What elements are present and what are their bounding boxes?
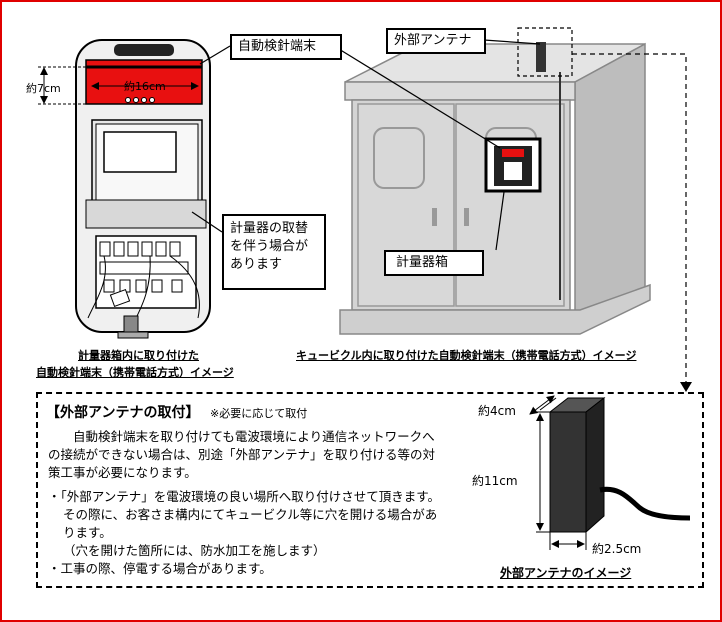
antenna-paragraph: 自動検針端末を取り付けても電波環境により通信ネットワークへの接続ができない場合は… xyxy=(48,429,436,480)
meter-swap-line-3: あります xyxy=(230,257,283,272)
meter-caption-line2: 自動検針端末（携帯電話方式）イメージ xyxy=(36,366,234,379)
meter-swap-line-1: 計量器の取替 xyxy=(230,221,309,236)
antenna-depth-label: 約4cm xyxy=(478,404,516,418)
terminal-callout: 自動検針端末 xyxy=(230,34,342,60)
meter-box-drawing xyxy=(38,39,211,339)
meter-swap-line-2: を伴う場合が xyxy=(230,239,309,254)
antenna-section: 【外部アンテナの取付】 ※必要に応じて取付 自動検針端末を取り付けても電波環境に… xyxy=(36,392,704,588)
antenna-width-label: 約2.5cm xyxy=(592,542,642,556)
antenna-section-body: 自動検針端末を取り付けても電波環境により通信ネットワークへの接続ができない場合は… xyxy=(48,428,440,578)
antenna-callout: 外部アンテナ xyxy=(386,28,486,54)
antenna-section-title: 【外部アンテナの取付】 xyxy=(46,405,200,421)
antenna-bullet-1: ・「外部アンテナ」を電波環境の良い場所へ取り付けさせて頂きます。その際に、お客さ… xyxy=(48,489,441,540)
width-dimension-label: 約16cm xyxy=(124,80,166,93)
meter-caption-line1: 計量器箱内に取り付けた xyxy=(78,349,199,362)
antenna-bullet-1-sub: （穴を開けた箇所には、防水加工を施します） xyxy=(63,543,326,558)
meter-swap-callout: 計量器の取替 を伴う場合が あります xyxy=(222,214,326,290)
antenna-section-note: ※必要に応じて取付 xyxy=(210,407,308,420)
cubicle-caption: キュービクル内に取り付けた自動検針端末（携帯電話方式）イメージ xyxy=(296,349,637,362)
antenna-image-caption: 外部アンテナのイメージ xyxy=(500,566,632,580)
antenna-bullet-2: ・工事の際、停電する場合があります。 xyxy=(48,561,272,576)
external-antenna-drawing xyxy=(529,395,691,550)
height-dimension-label: 約7cm xyxy=(26,82,61,95)
meter-box-callout: 計量器箱 xyxy=(384,250,484,276)
antenna-height-label: 約11cm xyxy=(472,474,518,488)
terminal-leader-left xyxy=(199,45,231,65)
cubicle-drawing xyxy=(339,27,651,335)
